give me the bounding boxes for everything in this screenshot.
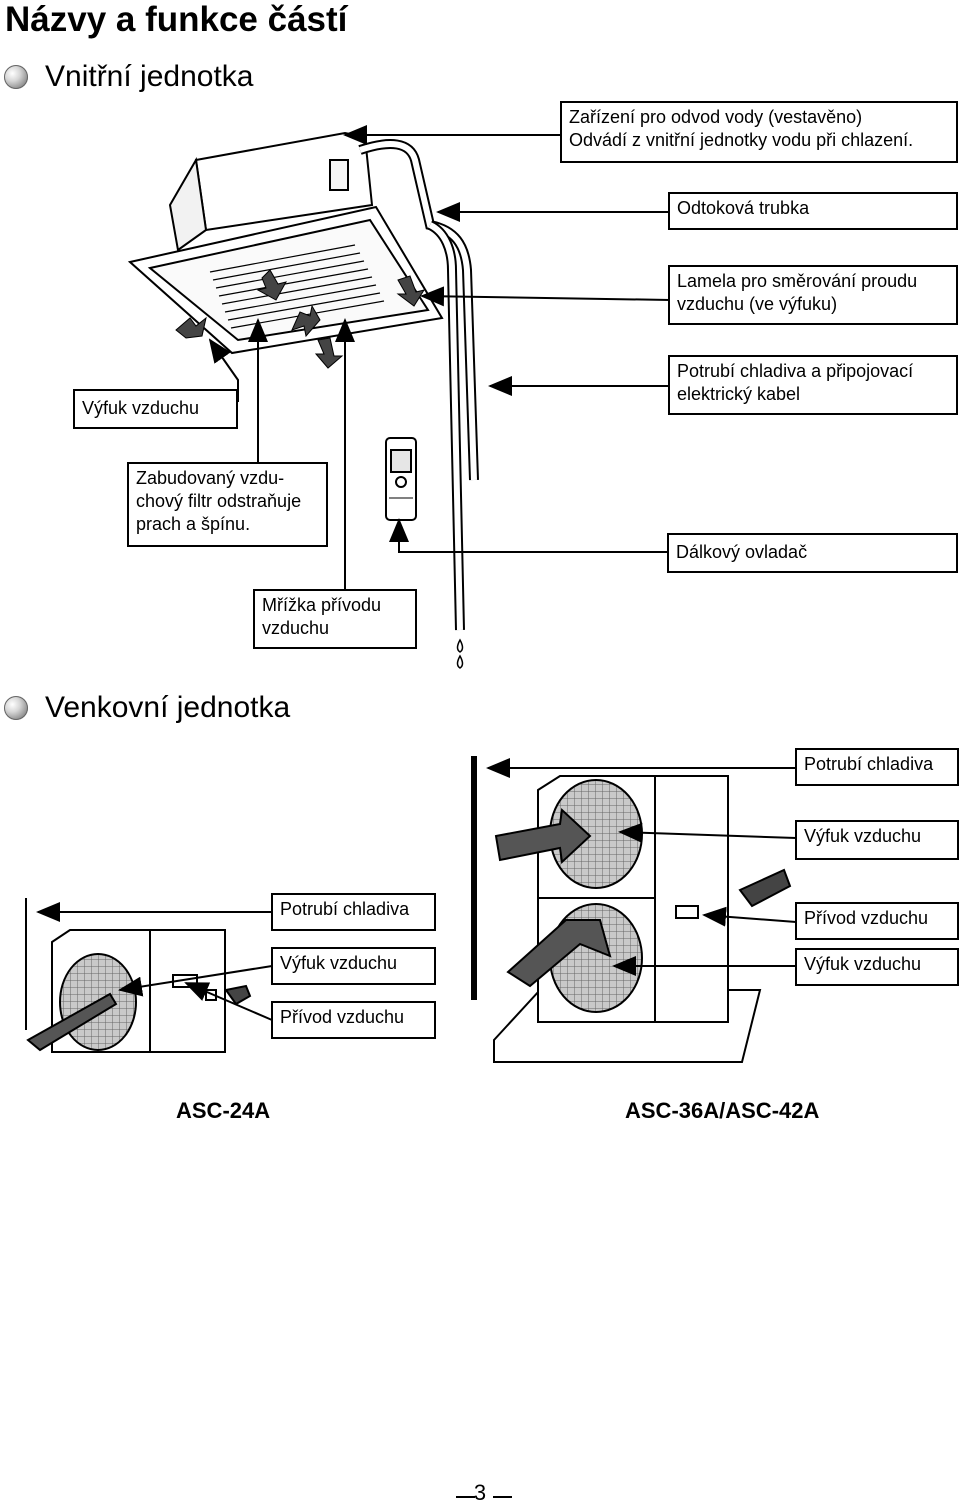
louver-line2: vzduchu (ve výfuku) [677,294,838,314]
indoor-section-heading: Vnitřní jednotka [0,60,253,94]
small-inlet-label: Přívod vzduchu [280,1007,405,1027]
filter-line3: prach a špínu. [136,514,251,534]
callout-intake-grille: Mřížka přívodu vzduchu [253,589,417,649]
callout-small-outlet: Výfuk vzduchu [271,947,436,985]
bullet-icon [4,65,28,89]
refrigerant-line2: elektrický kabel [677,384,801,404]
callout-large-outlet-top: Výfuk vzduchu [795,820,959,860]
large-pipe-label: Potrubí chladiva [804,754,934,774]
small-outlet-label: Výfuk vzduchu [280,953,398,973]
callout-large-inlet: Přívod vzduchu [795,902,959,940]
callout-large-outlet-bottom: Výfuk vzduchu [795,948,959,986]
intake-grille-line2: vzduchu [262,618,330,638]
page-title: Názvy a funkce částí [5,0,348,39]
callout-small-pipe: Potrubí chladiva [271,893,436,931]
remote-control-drawing [385,437,417,521]
outdoor-section-heading: Venkovní jednotka [0,691,290,725]
outdoor-unit-large-drawing [471,756,792,1063]
callout-louver: Lamela pro směrování proudu vzduchu (ve … [668,265,958,325]
indoor-unit-drawing [127,131,479,669]
indoor-section-title: Vnitřní jednotka [45,60,254,93]
callout-air-filter: Zabudovaný vzdu- chový filtr odstraňuje … [127,462,328,547]
callout-drain-device: Zařízení pro odvod vody (vestavěno) Odvá… [560,101,958,163]
large-outlet-bottom-label: Výfuk vzduchu [804,954,922,974]
callout-large-pipe: Potrubí chladiva [795,748,959,786]
filter-line2: chový filtr odstraňuje [136,491,302,511]
callout-drain-hose: Odtoková trubka [668,192,958,230]
outdoor-section-title: Venkovní jednotka [45,691,291,724]
refrigerant-line1: Potrubí chladiva a připojovací [677,361,914,381]
callout-air-outlet-indoor: Výfuk vzduchu [73,389,238,429]
model-large: ASC-36A/ASC-42A [625,1098,820,1123]
intake-grille-line1: Mřížka přívodu [262,595,382,615]
drain-device-line1: Zařízení pro odvod vody (vestavěno) [569,107,863,127]
page-number: 3 [473,1480,487,1505]
model-small: ASC-24A [176,1098,271,1123]
small-pipe-label: Potrubí chladiva [280,899,410,919]
filter-line1: Zabudovaný vzdu- [136,468,285,488]
drain-hose-label: Odtoková trubka [677,198,810,218]
large-outlet-top-label: Výfuk vzduchu [804,826,922,846]
callout-remote: Dálkový ovladač [667,533,958,573]
callout-refrigerant-cable: Potrubí chladiva a připojovací elektrick… [668,355,958,415]
bullet-icon [4,696,28,720]
callout-small-inlet: Přívod vzduchu [271,1001,436,1039]
remote-label: Dálkový ovladač [676,542,808,562]
louver-line1: Lamela pro směrování proudu [677,271,918,291]
large-inlet-label: Přívod vzduchu [804,908,929,928]
air-outlet-label: Výfuk vzduchu [82,398,200,418]
drain-device-line2: Odvádí z vnitřní jednotky vodu při chlaz… [569,130,914,150]
